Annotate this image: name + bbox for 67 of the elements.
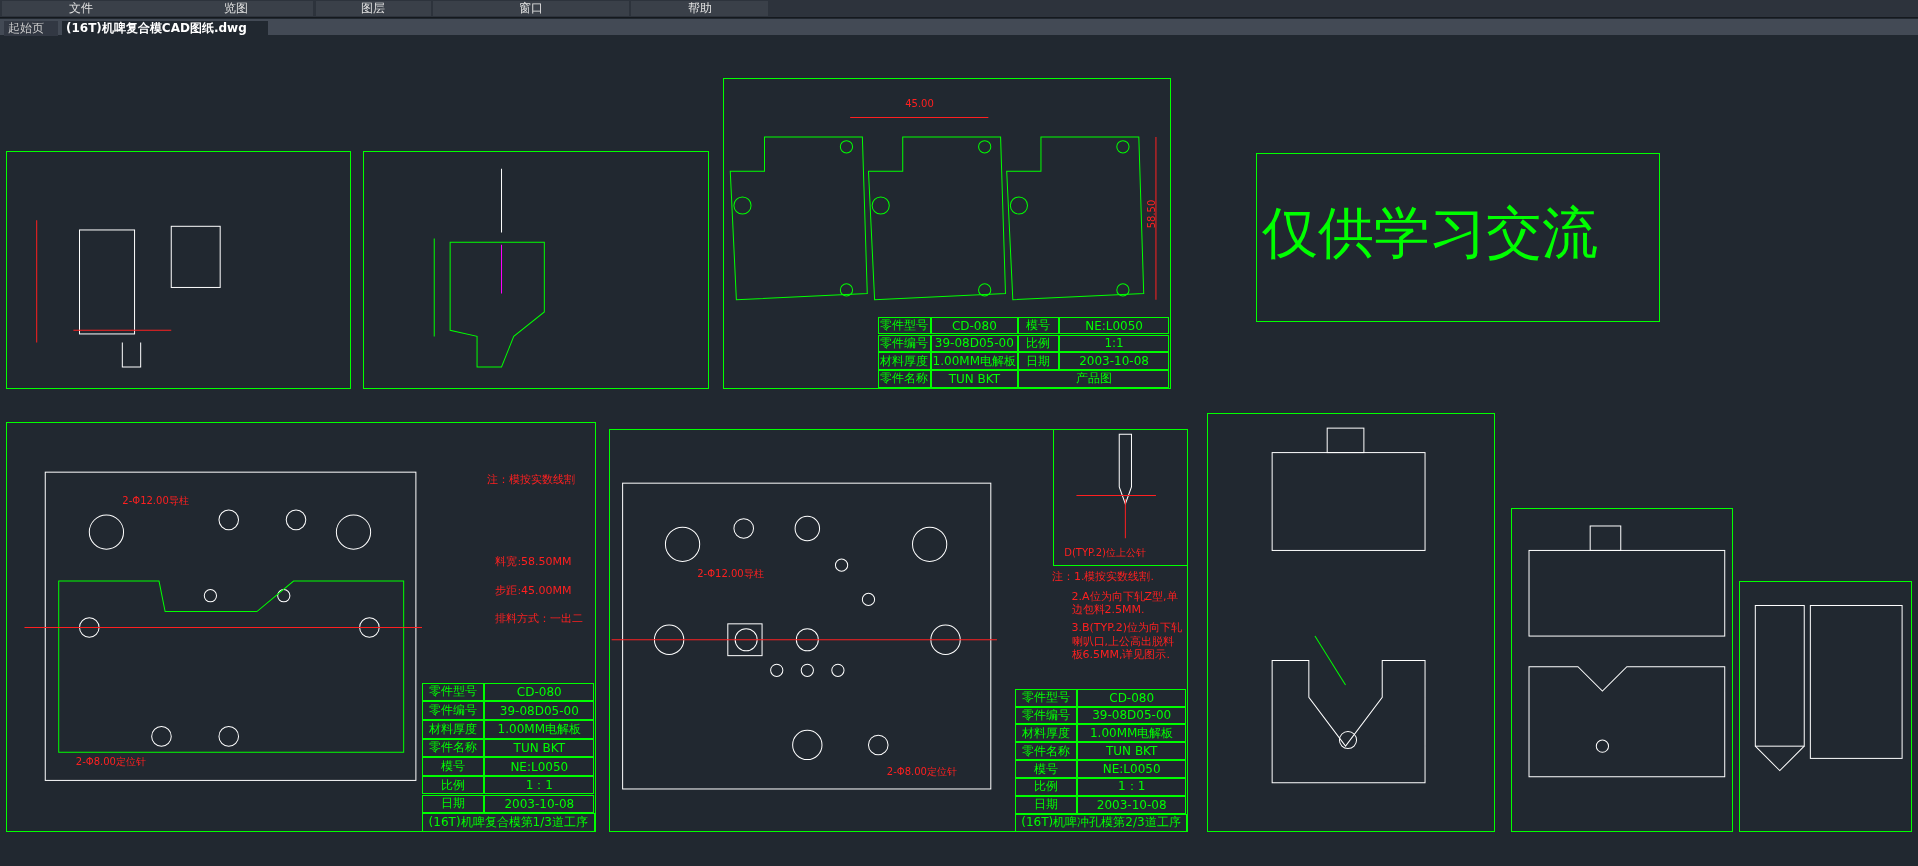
note-text: 料宽:58.50MM — [495, 555, 572, 569]
table-cell: (16T)机啤复合模第1/3道工序 — [422, 813, 595, 832]
note-text: 注：1.模按实数线割. — [1052, 570, 1154, 584]
table-cell: CD-080 — [930, 316, 1018, 335]
callout-text: 2-Φ12.00导柱 — [122, 495, 189, 508]
menu-item: 帮助 — [631, 1, 769, 16]
table-cell: 日期 — [1015, 795, 1077, 814]
table-cell: TUN BKT — [1076, 742, 1187, 761]
table-cell: 材料厚度 — [1015, 724, 1077, 743]
table-cell: 零件名称 — [1015, 742, 1077, 761]
table-cell: (16T)机啤冲孔模第2/3道工序 — [1015, 813, 1187, 832]
menu-item: 文件 — [2, 1, 159, 16]
menu-item: 图层 — [315, 1, 431, 16]
table-cell: 零件名称 — [422, 738, 485, 758]
table-cell: TUN BKT — [484, 738, 595, 758]
table-cell: NE:L0050 — [1058, 316, 1170, 335]
table-cell: 2003-10-08 — [1076, 795, 1187, 814]
callout-text: 2-Φ8.00定位针 — [886, 765, 957, 778]
table-cell: 日期 — [1018, 352, 1059, 370]
menu-item: 览图 — [159, 1, 314, 16]
table-cell: 日期 — [422, 794, 485, 814]
table-cell: 零件编号 — [422, 701, 485, 720]
table-cell: 1.00MM电解板 — [930, 352, 1018, 370]
table-cell: 1.00MM电解板 — [484, 719, 595, 739]
table-cell: 2003-10-08 — [1058, 352, 1170, 370]
note-text: 3.B(TYP.2)位为向下轧喇叭口,上公高出脱料板6.5MM,详见图示. — [1071, 621, 1183, 661]
table-cell: 产品图 — [1018, 370, 1170, 388]
table-cell: TUN BKT — [930, 370, 1018, 388]
table-cell: 模号 — [422, 757, 485, 776]
note-text: 2.A位为向下轧Z型,单边包料2.5MM. — [1071, 589, 1179, 616]
table-cell: CD-080 — [1076, 688, 1187, 707]
menu-item: 窗口 — [433, 1, 629, 16]
callout-text: 2-Φ8.00定位针 — [75, 755, 146, 768]
table-cell: 39-08D05-00 — [1076, 706, 1187, 725]
callout-text: 2-Φ12.00导柱 — [697, 567, 764, 580]
table-cell: 材料厚度 — [878, 352, 931, 370]
note-text: 注：模按实数线割 — [486, 473, 575, 487]
table-cell: 零件编号 — [1015, 706, 1077, 725]
table-cell: 零件型号 — [878, 316, 931, 335]
file-tab: (16T)机啤复合模CAD图纸.dwg — [62, 21, 268, 36]
notice-text: 仅供学习交流 — [1262, 199, 1599, 267]
table-cell: 比例 — [422, 775, 485, 795]
table-cell: 2003-10-08 — [484, 794, 595, 814]
table-cell: 零件型号 — [422, 682, 485, 702]
dimension-text: 58.50 — [1145, 199, 1158, 229]
table-cell: 比例 — [1018, 334, 1059, 353]
table-cell: 材料厚度 — [422, 719, 485, 739]
table-cell: 比例 — [1015, 778, 1077, 796]
table-cell: 1：1 — [484, 775, 595, 795]
file-tab: 起始页 — [4, 21, 58, 36]
note-text: 步距:45.00MM — [495, 583, 572, 597]
table-cell: 1：1 — [1076, 778, 1187, 796]
table-cell: 零件编号 — [878, 334, 931, 353]
table-cell: 1:1 — [1058, 334, 1170, 353]
table-cell: 模号 — [1018, 316, 1059, 335]
note-text: D(TYP.2)位上公针 — [1064, 546, 1146, 559]
table-cell: CD-080 — [484, 682, 595, 702]
table-cell: NE:L0050 — [1076, 760, 1187, 778]
table-cell: 零件名称 — [878, 370, 931, 388]
table-cell: 模号 — [1015, 760, 1077, 778]
table-cell: 零件型号 — [1015, 688, 1077, 707]
table-cell: 39-08D05-00 — [930, 334, 1018, 353]
table-cell: 39-08D05-00 — [484, 701, 595, 720]
table-cell: NE:L0050 — [484, 757, 595, 776]
dimension-text: 45.00 — [905, 97, 934, 110]
note-text: 排料方式：一出二 — [495, 611, 584, 625]
table-cell: 1.00MM电解板 — [1076, 724, 1187, 743]
